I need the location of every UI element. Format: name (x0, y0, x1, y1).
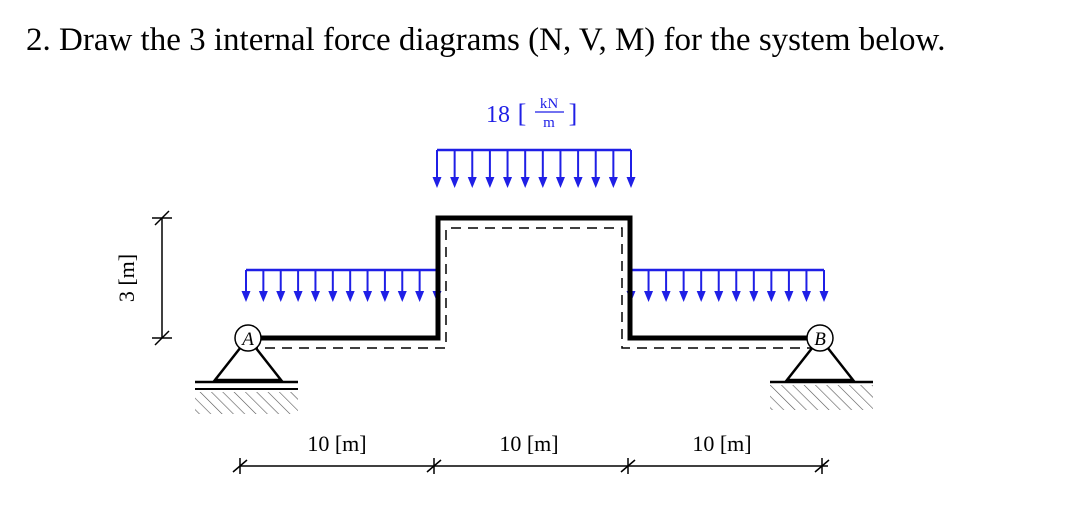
support-b-triangle (784, 335, 856, 382)
load-arrow-head (749, 291, 759, 302)
span-label-1: 10 [m] (307, 431, 366, 456)
support-a-hatching (195, 392, 298, 414)
height-dimension-label: 3 [m] (114, 254, 139, 302)
load-arrow-head (467, 177, 477, 188)
load-label: 18 [ kN m ] (486, 96, 577, 131)
load-arrow-head (661, 291, 671, 302)
load-arrow-head (241, 291, 251, 302)
support-a-label: A (240, 329, 254, 350)
load-arrow-head (538, 177, 548, 188)
load-arrow-head (591, 177, 601, 188)
load-arrow-head (696, 291, 706, 302)
load-arrow-head (293, 291, 303, 302)
load-arrow-head (714, 291, 724, 302)
load-arrow-head (608, 177, 618, 188)
load-arrow-head (363, 291, 373, 302)
load-arrow-head (679, 291, 689, 302)
load-arrow-head (573, 177, 583, 188)
span-dimension (232, 458, 830, 474)
load-arrow-head (310, 291, 320, 302)
load-arrow-head (644, 291, 654, 302)
load-arrow-head (380, 291, 390, 302)
span-label-2: 10 [m] (499, 431, 558, 456)
height-dimension-slash-top (154, 210, 170, 226)
frame-member (248, 215, 820, 341)
load-unit-denominator: m (543, 115, 555, 131)
load-arrow-head (801, 291, 811, 302)
dashed-reference-fibre (248, 227, 820, 349)
span-slash-2 (620, 459, 636, 473)
support-b-hatching (770, 385, 873, 410)
height-dimension-slash-bottom (154, 330, 170, 346)
span-slash-0 (232, 459, 248, 473)
load-arrow-head (731, 291, 741, 302)
load-value: 18 (486, 102, 510, 128)
height-dimension (152, 210, 172, 346)
load-arrow-head (415, 291, 425, 302)
load-arrow-head (784, 291, 794, 302)
distributed-loads (241, 148, 829, 302)
support-b: B (770, 324, 873, 410)
load-arrow-head (626, 177, 636, 188)
load-arrow-head (485, 177, 495, 188)
load-arrow-head (276, 291, 286, 302)
load-bracket-open: [ (518, 99, 527, 128)
load-arrow-head (328, 291, 338, 302)
support-b-label: B (814, 329, 826, 350)
load-unit-numerator: kN (540, 96, 559, 112)
load-arrow-head (520, 177, 530, 188)
support-b-hinge (806, 324, 834, 352)
load-arrow-head (397, 291, 407, 302)
load-bracket-close: ] (569, 99, 578, 128)
load-arrow-head (503, 177, 513, 188)
load-arrow-head (766, 291, 776, 302)
span-slash-1 (426, 459, 442, 473)
problem-title: 2. Draw the 3 internal force diagrams (N… (26, 22, 946, 58)
support-a-hinge (234, 324, 262, 352)
support-a-triangle (212, 335, 284, 382)
load-arrow-head (258, 291, 268, 302)
load-arrow-head (432, 177, 442, 188)
span-slash-3 (814, 459, 830, 473)
load-arrow-head (450, 177, 460, 188)
load-arrow-head (555, 177, 565, 188)
load-arrow-head (819, 291, 829, 302)
support-a: A (195, 324, 298, 414)
load-arrow-head (345, 291, 355, 302)
span-label-3: 10 [m] (692, 431, 751, 456)
